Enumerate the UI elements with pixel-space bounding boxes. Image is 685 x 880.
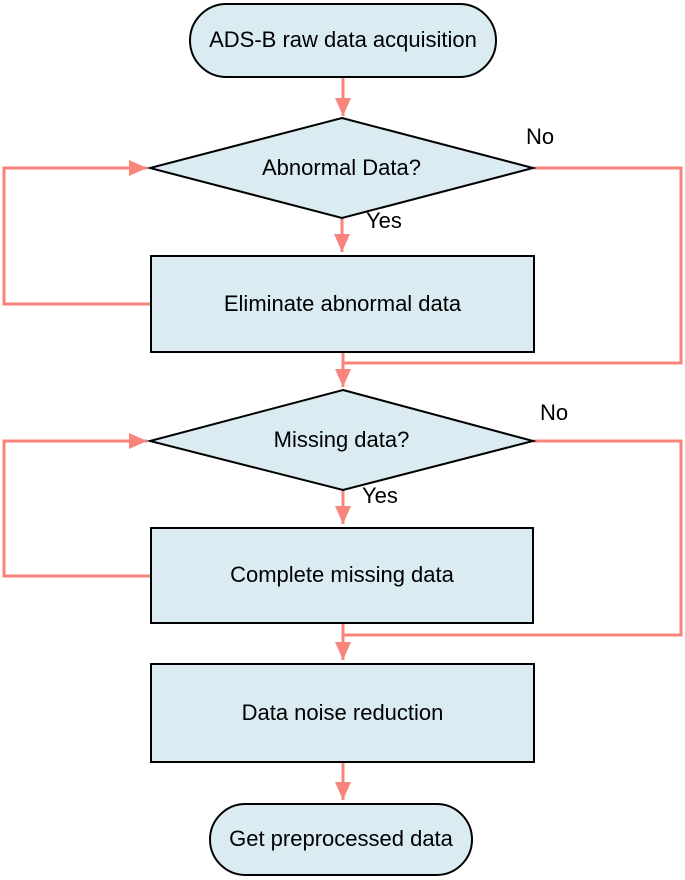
edge-abnormal-no [344, 166, 683, 365]
decision-missing-shape [146, 388, 537, 492]
decision-abnormal-shape [146, 116, 537, 220]
node-start-label: ADS-B raw data acquisition [209, 27, 477, 53]
node-complete-label: Complete missing data [230, 562, 454, 588]
edge-eliminate-loopback [2, 160, 150, 306]
edge-complete-loopback [2, 433, 150, 578]
edge-label-abnormal-no: No [526, 124, 555, 149]
node-end-label: Get preprocessed data [229, 826, 453, 852]
node-eliminate: Eliminate abnormal data [150, 255, 535, 353]
node-eliminate-label: Eliminate abnormal data [223, 290, 462, 316]
edge-label-abnormal-yes: Yes [366, 208, 402, 233]
node-start: ADS-B raw data acquisition [189, 3, 497, 78]
edge-label-missing-yes: Yes [362, 483, 398, 508]
node-complete: Complete missing data [150, 527, 534, 624]
node-noise: Data noise reduction [150, 663, 535, 763]
node-end: Get preprocessed data [209, 803, 473, 876]
node-noise-label: Data noise reduction [241, 699, 444, 725]
edge-label-missing-no: No [540, 400, 569, 425]
edge-missing-no [344, 439, 683, 637]
